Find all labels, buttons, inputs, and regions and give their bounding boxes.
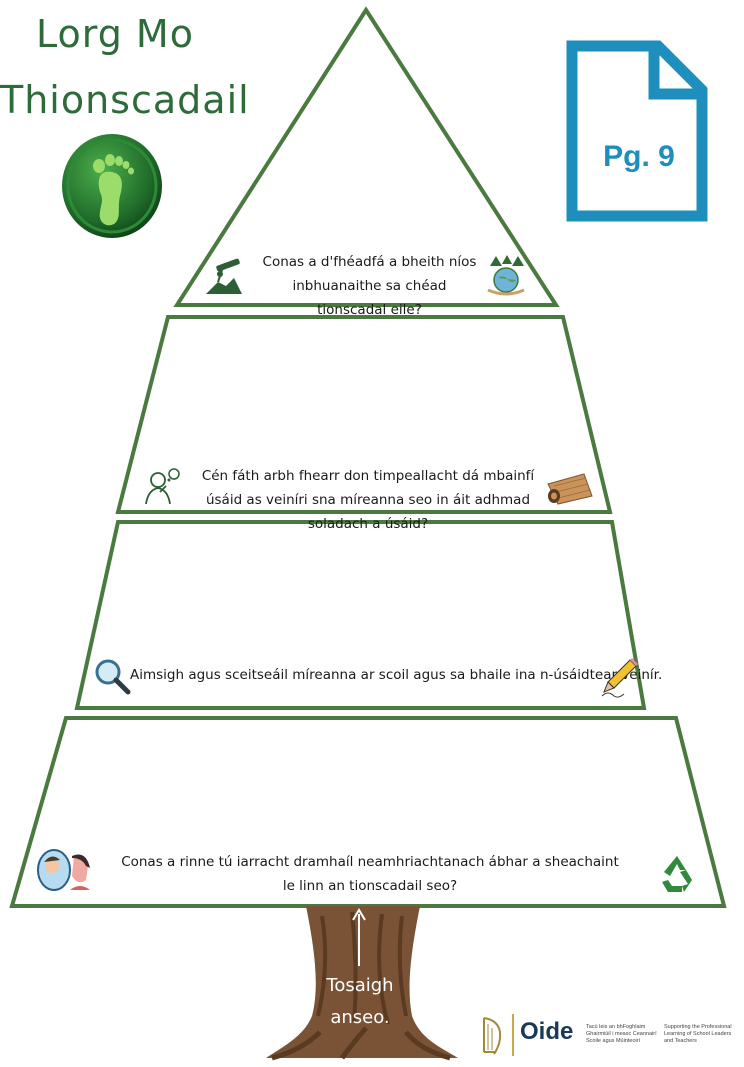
tier-4-question: Conas a rinne tú iarracht dramhaíl neamh… [121,854,619,894]
tagline-ga-3: Scoile agus Múinteoirí [586,1038,641,1044]
tier-3-question: Aimsigh agus sceitseáil míreanna ar scoi… [130,667,663,683]
tagline-ga-2: Ghairmiúil i measc Ceannairí [586,1031,657,1037]
tier-2-shape [115,315,613,514]
tagline-en-1: Supporting the Professional [664,1024,732,1030]
start-here-line-1: Tosaigh [326,975,394,996]
tagline-english: Supporting the Professional Learning of … [664,1024,740,1045]
page-number-label: Pg. 9 [603,140,675,173]
thinking-person-icon [145,468,180,505]
start-here-label: Tosaigh anseo. [310,970,410,1034]
globe-trees-icon [487,255,525,296]
document-icon [566,40,708,222]
tagline-ga-1: Tacú leis an bhFoghlaim [586,1024,646,1030]
footprint-icon [62,134,162,238]
telescope-hill-icon [206,258,242,294]
oide-brand: Oide [520,1018,574,1045]
tier-1-question: Conas a d'fhéadfá a bheith níos inbhuana… [262,254,477,318]
pencil-icon [601,658,638,698]
start-here-line-2: anseo. [330,1007,390,1028]
tier-4-shape [9,716,727,908]
tier-3-shape [74,520,647,710]
tier-1-shape [173,6,560,307]
page-title-line-1: Lorg Mo [36,12,194,56]
magnifying-glass-icon [95,659,131,695]
logo-divider [512,1014,514,1056]
tagline-en-2: Learning of School Leaders [664,1031,732,1037]
oide-logo: Oide Tacú leis an bhFoghlaim Ghairmiúil … [478,1012,740,1058]
page-number-badge: Pg. 9 [566,40,708,222]
tagline-irish: Tacú leis an bhFoghlaim Ghairmiúil i mea… [586,1024,662,1045]
tree-trunk [266,906,458,1061]
tier-2-question: Cén fáth arbh fhearr don timpeallacht dá… [201,468,535,532]
recycle-icon [662,856,692,892]
reflection-faces-icon [37,849,90,891]
page-title-line-2: Thionscadail [0,78,250,122]
harp-icon [483,1017,502,1055]
wood-veneer-roll-icon [547,473,593,505]
tagline-en-3: and Teachers [664,1038,697,1044]
